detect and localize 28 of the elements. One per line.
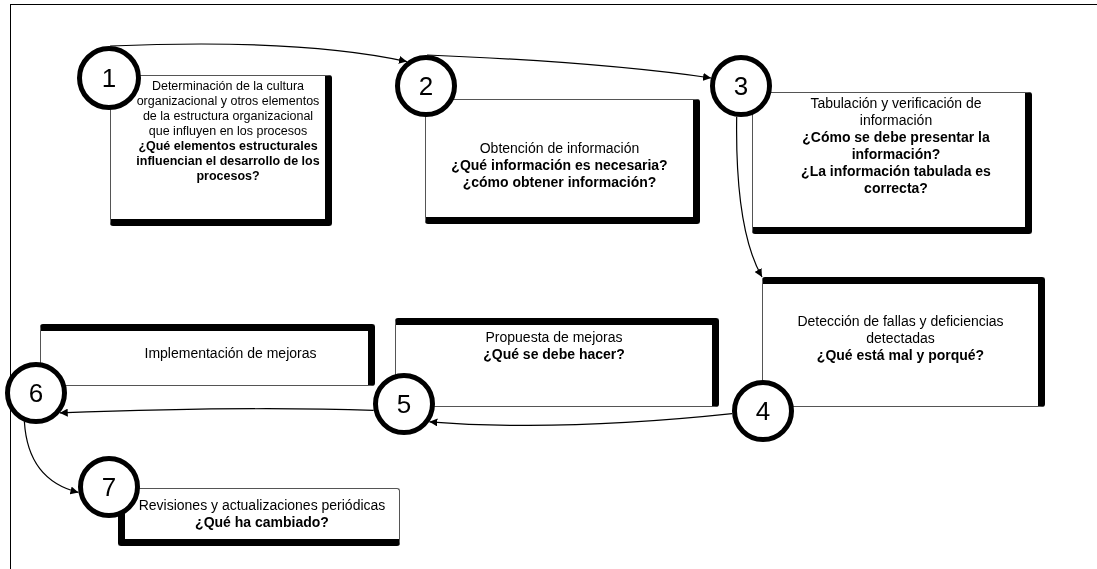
step-title: Tabulación y verificación de información: [809, 95, 983, 129]
process-box: [752, 92, 1032, 234]
question-text: ¿Cómo se debe presentar la información?: [801, 129, 991, 163]
question-text: ¿Qué está mal y porqué?: [816, 346, 985, 364]
step-title: Obtención de información: [479, 140, 640, 157]
step-title: Detección de fallas y deficiencias detectadas: [796, 312, 1005, 347]
step-title: Implementación de mejoras: [144, 344, 317, 362]
step-number-circle: 7: [78, 456, 140, 518]
arrow: [59, 408, 375, 417]
process-box: [425, 99, 700, 224]
process-box: [118, 488, 400, 546]
step-number-circle: 6: [5, 362, 67, 424]
step-number-circle: 4: [732, 380, 794, 442]
question-text: ¿Qué ha cambiado?: [195, 514, 329, 531]
step-number-circle: 2: [395, 55, 457, 117]
arrow: [23, 421, 80, 494]
step-number-circle: 5: [373, 373, 435, 435]
step-number-circle: 3: [710, 55, 772, 117]
question-text: ¿La información tabulada es correcta?: [800, 163, 992, 197]
step-title: Revisiones y actualizaciones periódicas: [138, 497, 386, 514]
arrow: [736, 116, 763, 278]
process-box: [40, 324, 375, 386]
step-title: Propuesta de mejoras: [485, 329, 623, 346]
arrow: [428, 413, 733, 427]
question-text: ¿Qué se debe hacer?: [483, 346, 625, 363]
question-text: ¿Qué elementos estructurales influencian el desarrollo de los procesos?: [135, 139, 321, 184]
question-text: ¿Qué información es necesaria?: [451, 157, 668, 174]
question-text: ¿cómo obtener información?: [462, 174, 657, 191]
